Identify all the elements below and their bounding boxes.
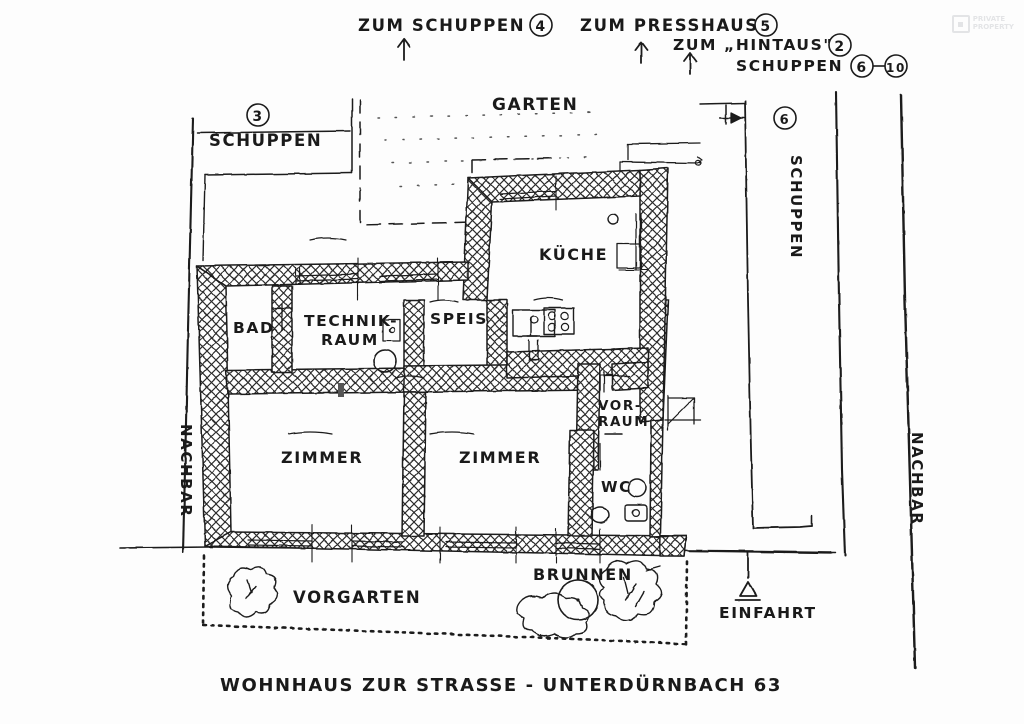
annotation-sheds-range: SCHUPPEN <box>736 57 843 75</box>
annotation-to-shed: ZUM SCHUPPEN <box>358 16 525 35</box>
marker-10: 10 <box>886 61 906 75</box>
room-label-technikraum-2: RAUM <box>321 331 379 349</box>
room-label-zimmer-west: ZIMMER <box>281 448 363 467</box>
label-driveway: EINFAHRT <box>719 604 817 622</box>
marker-2: 2 <box>834 39 845 55</box>
driveway-marker-icon <box>735 551 761 601</box>
marker-circle-2 <box>828 33 852 57</box>
shrub-icon <box>226 566 278 618</box>
room-label-speis: SPEIS <box>430 310 488 328</box>
marker-4: 4 <box>535 19 546 35</box>
room-label-wc: WC <box>601 478 632 496</box>
label-neighbour-left: NACHBAR <box>177 424 195 518</box>
marker-circle-10 <box>884 54 908 78</box>
label-shed-left: SCHUPPEN <box>209 131 322 150</box>
label-neighbour-right: NACHBAR <box>908 432 926 526</box>
label-shed-right: SCHUPPEN <box>787 155 805 259</box>
marker-6: 6 <box>856 60 867 76</box>
marker-6-right: 6 <box>780 113 791 128</box>
marker-circle-5 <box>754 13 778 37</box>
plan-caption: WOHNHAUS ZUR STRASSE - UNTERDÜRNBACH 63 <box>220 674 782 696</box>
marker-circle-6-right <box>773 106 797 130</box>
marker-5: 5 <box>760 19 771 35</box>
doors <box>271 237 701 524</box>
windows <box>247 175 649 564</box>
label-well: BRUNNEN <box>533 565 633 584</box>
marker-3: 3 <box>252 109 263 125</box>
room-label-zimmer-east: ZIMMER <box>459 448 541 467</box>
building-walls <box>196 167 687 557</box>
room-label-kueche: KÜCHE <box>539 245 608 264</box>
room-label-technikraum: TECHNIK- <box>304 312 398 330</box>
direction-arrows <box>397 38 697 75</box>
bush-icon <box>516 560 663 639</box>
garden-dashed-area <box>359 99 561 226</box>
label-front-garden: VORGARTEN <box>293 588 421 607</box>
room-label-vorraum-2: RAUM <box>598 414 649 430</box>
site-boundaries <box>119 90 917 670</box>
annotation-to-presshaus: ZUM PRESSHAUS <box>580 16 759 35</box>
garden-stipple <box>377 111 613 187</box>
room-label-vorraum: VOR- <box>598 398 642 414</box>
marker-circle-3 <box>246 103 270 127</box>
annotation-to-hintaus: ZUM „HINTAUS" <box>673 36 833 54</box>
front-garden-boundary <box>201 554 689 646</box>
marker-circle-4 <box>529 13 553 37</box>
room-label-bad: BAD <box>233 319 274 337</box>
label-garden: GARTEN <box>492 95 578 115</box>
